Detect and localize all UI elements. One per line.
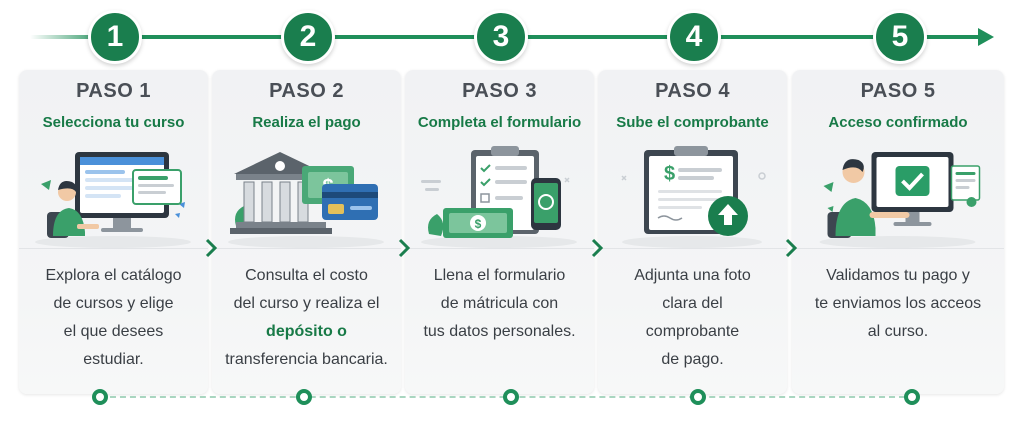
svg-text:$: $ xyxy=(475,217,482,231)
svg-text:$: $ xyxy=(664,163,675,185)
description-line: del curso y realiza el xyxy=(233,295,380,312)
description-line: tus datos personales. xyxy=(423,323,576,340)
timeline-dot xyxy=(296,389,312,405)
chevron-right-icon xyxy=(205,238,218,258)
clipboard-phone-money-icon: $ xyxy=(421,146,577,248)
timeline-dot xyxy=(92,389,108,405)
step-number-1: 1 xyxy=(88,10,142,64)
step-description: Llena el formulario de mátricula con tus… xyxy=(411,262,588,346)
timeline-dot xyxy=(690,389,706,405)
description-line: transferencia bancaria. xyxy=(225,351,388,368)
chevron-right-icon xyxy=(398,238,411,258)
step-card-4: PASO 4 Sube el comprobante $ Adjunta una… xyxy=(598,70,787,394)
description-line: de pago. xyxy=(661,351,724,368)
step-number-3: 3 xyxy=(474,10,528,64)
step-label: PASO 3 xyxy=(462,80,537,102)
step-description: Explora el catálogo de cursos y elige el… xyxy=(25,262,202,374)
step-title: Acceso confirmado xyxy=(828,114,968,131)
step-description: Consulta el costo del curso y realiza el… xyxy=(218,262,395,374)
description-line: al curso. xyxy=(867,323,929,340)
step-description: Validamos tu pago y te enviamos los acce… xyxy=(798,262,998,346)
description-line: Adjunta una foto xyxy=(634,267,751,284)
step-description: Adjunta una foto clara del comprobante d… xyxy=(604,262,781,374)
description-line: Validamos tu pago y xyxy=(826,267,970,284)
card-divider xyxy=(19,248,208,249)
receipt-upload-icon: $ xyxy=(621,146,766,248)
bank-card-cash-icon: $ xyxy=(228,152,384,248)
description-line: clara del xyxy=(662,295,723,312)
step-label: PASO 4 xyxy=(655,80,730,102)
step-card-2: PASO 2 Realiza el pago $ Consulta el cos… xyxy=(212,70,401,394)
description-line: comprobante xyxy=(645,323,740,340)
step-number-2: 2 xyxy=(281,10,335,64)
step-title: Selecciona tu curso xyxy=(42,114,185,131)
description-line: de mátricula con xyxy=(440,295,559,312)
card-divider xyxy=(598,248,787,249)
step-number-5: 5 xyxy=(873,10,927,64)
chevron-right-icon xyxy=(591,238,604,258)
person-monitor-check-icon xyxy=(819,152,981,248)
step-title: Realiza el pago xyxy=(252,114,361,131)
description-line: Llena el formulario xyxy=(433,267,566,284)
description-highlight: depósito o xyxy=(266,323,347,340)
description-line: Explora el catálogo xyxy=(45,267,182,284)
card-divider xyxy=(212,248,401,249)
step-number-4: 4 xyxy=(667,10,721,64)
description-line: te enviamos los acceos xyxy=(814,295,982,312)
card-divider xyxy=(405,248,594,249)
step-card-5: PASO 5 Acceso confirmado Validamos tu xyxy=(792,70,1004,394)
step-label: PASO 5 xyxy=(860,80,936,102)
description-line: Consulta el costo xyxy=(245,267,368,284)
step-card-1: PASO 1 Selecciona tu curso xyxy=(19,70,208,394)
description-line: el que desees xyxy=(63,323,164,340)
step-title: Completa el formulario xyxy=(417,114,582,131)
description-line: de cursos y elige xyxy=(53,295,174,312)
card-divider xyxy=(792,248,1004,249)
timeline-dot xyxy=(503,389,519,405)
person-at-computer-icon xyxy=(35,152,191,248)
step-label: PASO 1 xyxy=(76,80,151,102)
chevron-right-icon xyxy=(785,238,798,258)
step-card-3: PASO 3 Completa el formulario $ xyxy=(405,70,594,394)
description-line: estudiar. xyxy=(83,351,144,368)
timeline-arrow-icon xyxy=(978,28,994,46)
step-label: PASO 2 xyxy=(269,80,344,102)
timeline-dot xyxy=(904,389,920,405)
step-title: Sube el comprobante xyxy=(616,114,769,131)
